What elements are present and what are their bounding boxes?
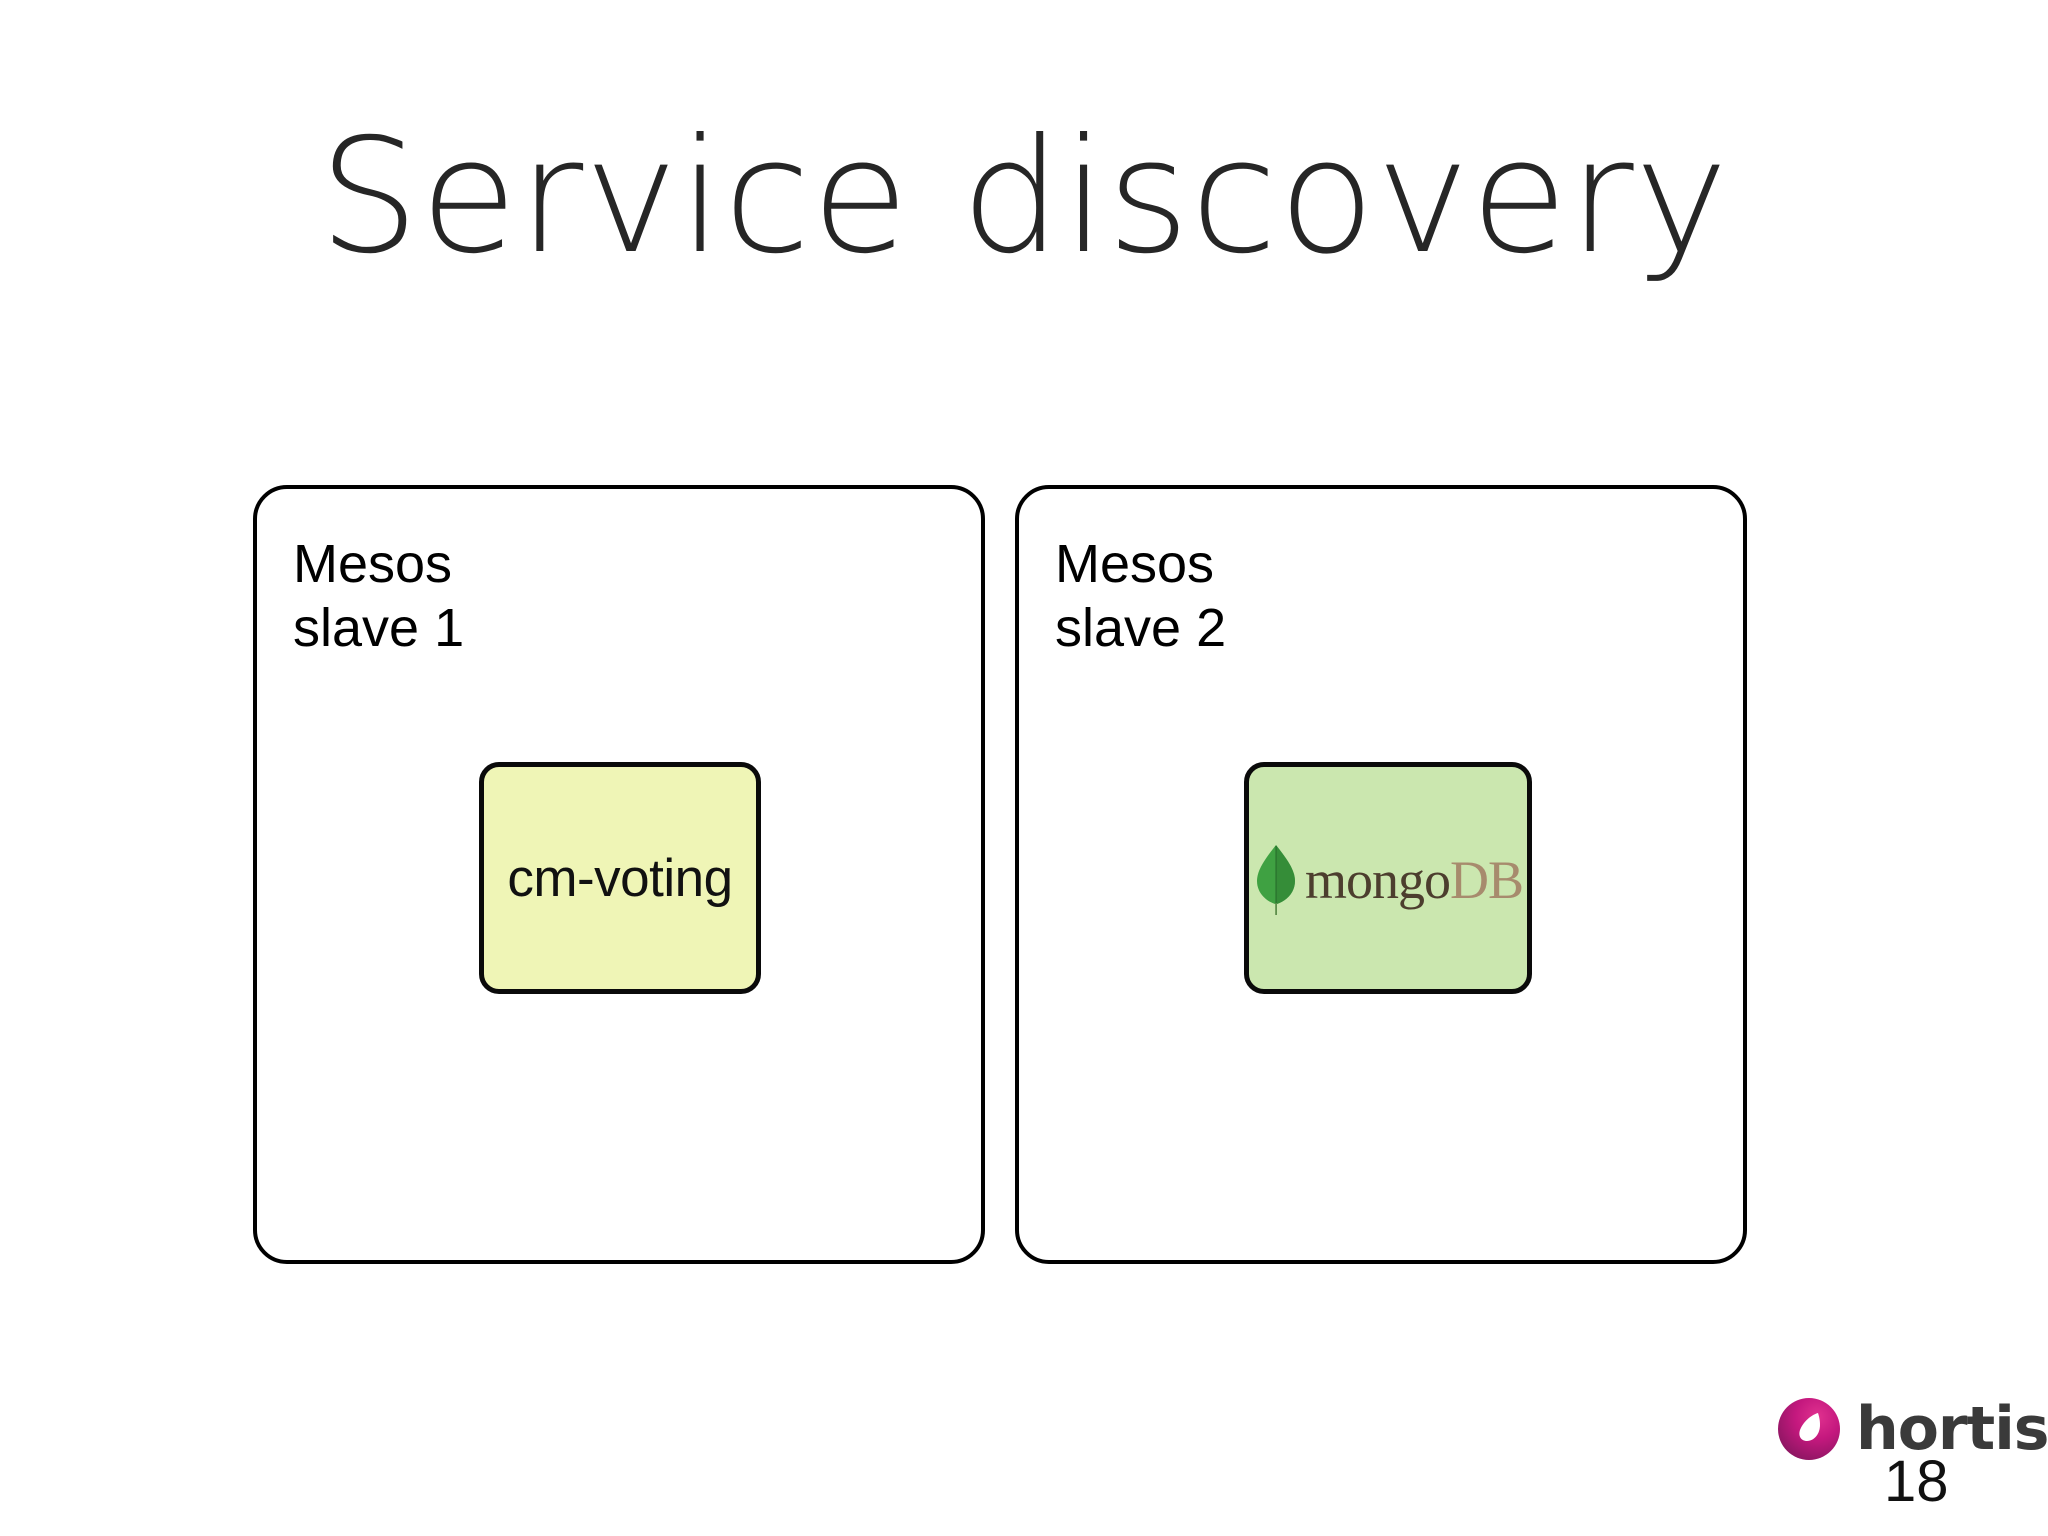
mongodb-wordmark-mongo: mongo: [1304, 850, 1451, 910]
mongodb-wordmark: mongoDB: [1304, 850, 1524, 910]
service-tile-mongodb[interactable]: mongoDB: [1244, 762, 1532, 994]
host-container-mesos-slave-1: Mesos slave 1: [253, 485, 985, 1264]
page-number: 18: [1884, 1449, 1949, 1514]
mongodb-logo: mongoDB: [1253, 843, 1524, 917]
hortis-droplet-icon: [1778, 1398, 1840, 1460]
page-title: Service discovery: [318, 105, 1730, 289]
host-label-mesos-slave-1: Mesos slave 1: [293, 534, 465, 658]
brand-name-hortis: hortis: [1856, 1394, 2048, 1464]
service-label-cm-voting: cm-voting: [507, 848, 733, 908]
service-tile-cm-voting[interactable]: cm-voting: [479, 762, 761, 994]
mongodb-leaf-icon: [1253, 843, 1299, 917]
brand-logo-hortis: hortis: [1778, 1398, 2048, 1460]
host-label-mesos-slave-2: Mesos slave 2: [1055, 534, 1227, 658]
mongodb-wordmark-db: DB: [1450, 850, 1524, 910]
